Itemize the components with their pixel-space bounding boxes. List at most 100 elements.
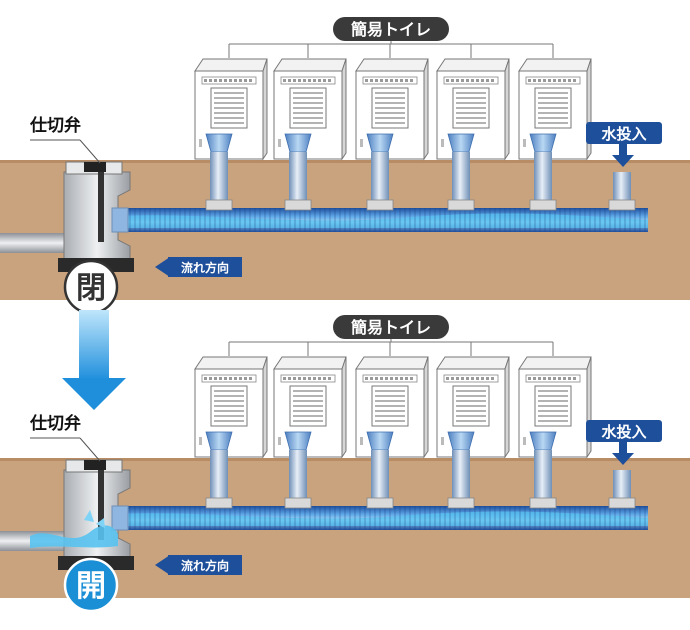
- water-in-label: 水投入: [601, 423, 646, 441]
- flow-arrow-icon: [155, 555, 170, 575]
- toilet-unit: [355, 58, 429, 211]
- water-in-label-box: [586, 420, 662, 442]
- toilet-funnel: [284, 133, 312, 153]
- drop-pipe: [289, 152, 307, 204]
- toilet-booth: [355, 58, 429, 160]
- pipe-joint: [205, 497, 233, 509]
- toilet-booth: [436, 58, 510, 160]
- toilet-funnel: [447, 133, 475, 153]
- toilet-funnel: [447, 431, 475, 451]
- outlet-pipe: [0, 233, 64, 253]
- drop-pipe: [371, 152, 389, 204]
- valve-leader-line: [79, 139, 101, 164]
- toilet-funnel: [529, 431, 557, 451]
- gate-valve: [58, 161, 134, 272]
- flow-label-box: [168, 555, 242, 575]
- drop-pipe: [534, 152, 552, 204]
- drop-pipe: [534, 450, 552, 502]
- toilet-funnel: [366, 431, 394, 451]
- toilet-group-label: 簡易トイレ: [350, 20, 431, 39]
- water-inlet-pipe: [613, 470, 631, 504]
- toilet-unit: [518, 58, 592, 211]
- toilet-unit: [436, 58, 510, 211]
- water-splash: [84, 510, 105, 528]
- pipe-joint: [205, 199, 233, 211]
- toilet-group-bracket: [228, 36, 554, 58]
- toilet-unit: [518, 356, 592, 509]
- gate-valve: [58, 459, 134, 570]
- toilet-unit: [273, 58, 347, 211]
- inlet-joint: [608, 199, 636, 211]
- water-in-arrow-shaft: [619, 144, 627, 156]
- pipe-ribs: [119, 208, 646, 232]
- pipe-joint: [284, 497, 312, 509]
- inlet-joint: [608, 497, 636, 509]
- pipe-joint: [366, 199, 394, 211]
- drop-pipe: [289, 450, 307, 502]
- valve-stem: [98, 172, 104, 242]
- toilet-funnel: [529, 133, 557, 153]
- water-in-arrow-icon: [612, 453, 634, 465]
- toilet-group-label-pill: [333, 17, 449, 41]
- pipe-ribs: [119, 506, 646, 530]
- water-in-arrow-icon: [612, 155, 634, 167]
- toilet-booth: [518, 356, 592, 458]
- valve-stem: [98, 470, 104, 540]
- toilet-booth: [518, 58, 592, 160]
- toilet-funnel: [205, 133, 233, 153]
- toilet-group-label-pill: [333, 315, 449, 339]
- toilet-funnel: [284, 431, 312, 451]
- pipe-joint: [447, 497, 475, 509]
- toilet-unit: [194, 58, 268, 211]
- flow-direction-label: 流れ方向: [181, 558, 229, 573]
- pipe-joint: [529, 497, 557, 509]
- drop-pipe: [452, 450, 470, 502]
- valve-state-label: 閉: [76, 271, 106, 306]
- toilet-funnel: [205, 431, 233, 451]
- valve-handle: [84, 460, 106, 470]
- drop-pipe: [452, 152, 470, 204]
- toilet-booth: [194, 356, 268, 458]
- valve-leader-line: [79, 437, 101, 462]
- toilet-unit: [436, 356, 510, 509]
- toilet-booth: [436, 356, 510, 458]
- drop-pipe: [210, 152, 228, 204]
- toilet-unit: [355, 356, 429, 509]
- water-inlet-pipe: [613, 172, 631, 206]
- toilet-group-label: 簡易トイレ: [350, 318, 431, 337]
- toilet-unit: [194, 356, 268, 509]
- flow-arrow-icon: [155, 257, 170, 277]
- toilet-booth: [273, 356, 347, 458]
- ground-surface: [0, 458, 690, 461]
- pipe-joint: [366, 497, 394, 509]
- toilet-booth: [355, 356, 429, 458]
- drop-pipe: [210, 450, 228, 502]
- drop-pipe: [371, 450, 389, 502]
- flow-label-box: [168, 257, 242, 277]
- water-in-label: 水投入: [601, 125, 646, 143]
- valve-label: 仕切弁: [29, 115, 81, 136]
- toilet-unit: [273, 356, 347, 509]
- water-in-pipe: [118, 213, 648, 228]
- flow-direction-label: 流れ方向: [181, 260, 229, 275]
- pipe-joint: [284, 199, 312, 211]
- valve-state-badge: [63, 557, 119, 613]
- valve-coupling: [111, 207, 129, 233]
- pipe-joint: [529, 199, 557, 211]
- water-in-pipe: [118, 511, 648, 526]
- valve-coupling: [111, 505, 129, 531]
- toilet-booth: [273, 58, 347, 160]
- toilet-funnel: [366, 133, 394, 153]
- transition-arrow: [62, 310, 126, 410]
- valve-state-label: 開: [76, 569, 106, 604]
- valve-label: 仕切弁: [29, 413, 81, 434]
- valve-handle: [84, 162, 106, 172]
- water-outflow: [30, 525, 118, 548]
- ground-surface: [0, 160, 690, 163]
- water-in-label-box: [586, 122, 662, 144]
- toilet-booth: [194, 58, 268, 160]
